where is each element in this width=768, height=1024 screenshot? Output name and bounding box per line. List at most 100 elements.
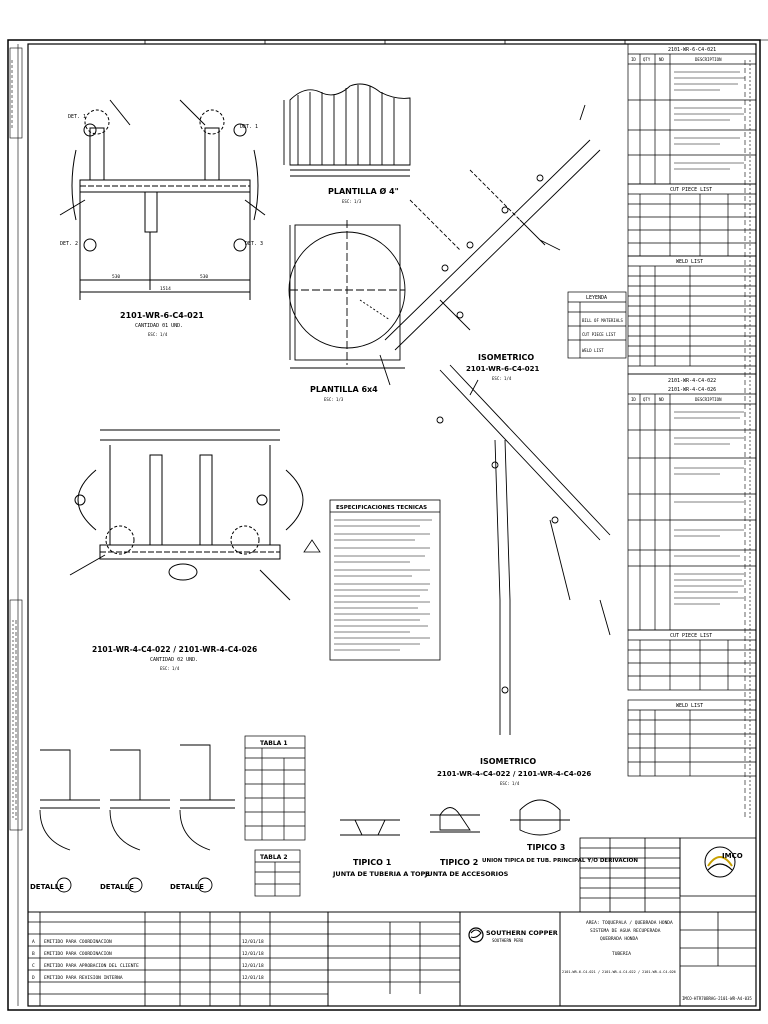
cut-021-header: CUT PIECE LIST — [670, 187, 712, 193]
weld-021-header: WELD LIST — [676, 259, 703, 265]
client-name: SOUTHERN COPPER — [486, 929, 558, 937]
assembly-021-drawing — [59, 99, 266, 300]
isometric-021-title: 2101-WR-6-C4-021 — [466, 365, 540, 373]
rev-b-id: B — [32, 951, 35, 957]
specifications-text-lines — [334, 519, 432, 651]
revision-rows: A EMITIDO PARA COORDINACION 12/01/18 B E… — [32, 939, 264, 981]
tipico-1-subtitle: JUNTA DE TUBERIA A TOPE — [332, 870, 430, 878]
client-subname: SOUTHERN PERU — [492, 938, 524, 943]
tipico-drawing — [340, 799, 570, 836]
bom-021-col-qty: QTY — [643, 57, 651, 62]
assembly-022-drawing — [69, 429, 304, 601]
project-line-4: TUBERIA — [612, 951, 631, 957]
assembly-021-scale: ESC: 1/4 — [148, 332, 168, 337]
bom-021-desc-lines — [674, 71, 745, 170]
bom-021-header: 2101-WR-6-C4-021 — [668, 47, 716, 53]
legend-table — [567, 291, 627, 359]
details-drawing — [39, 744, 235, 893]
southern-copper-emblem-icon — [468, 927, 484, 943]
tipico-3-subtitle: UNION TIPICA DE TUB. PRINCIPAL Y/O DERIV… — [482, 858, 638, 864]
imco-emblem-icon — [704, 846, 736, 878]
weld-021-table — [627, 255, 757, 375]
plantilla-top-title: PLANTILLA Ø 4" — [328, 186, 399, 196]
tipico-3-title: TIPICO 3 — [527, 843, 565, 852]
svg-text:530: 530 — [200, 274, 208, 280]
bom-022-col-id: ID — [631, 397, 636, 402]
title-block-grid — [27, 837, 757, 1007]
isometric-022-scale: ESC: 1/4 — [500, 781, 520, 786]
southern-copper-logo: SOUTHERN COPPER SOUTHERN PERU — [468, 927, 558, 943]
tipico-2-subtitle: JUNTA DE ACCESORIOS — [424, 870, 509, 878]
assembly-021-quantity: CANTIDAD 01 UND. — [135, 323, 183, 329]
plantilla-6x4-title: PLANTILLA 6x4 — [310, 385, 378, 394]
project-line-1: AREA: TOQUEPALA / QUEBRADA HONDA — [586, 920, 673, 926]
assembly-022-title: 2101-WR-4-C4-022 / 2101-WR-4-C4-026 — [92, 645, 257, 654]
legend-cut: CUT PIECE LIST — [582, 332, 616, 337]
tipico-2-title: TIPICO 2 — [440, 858, 478, 867]
rev-d-date: 12/01/18 — [242, 975, 264, 981]
rev-c-id: C — [32, 963, 35, 969]
rev-a-desc: EMITIDO PARA COORDINACION — [44, 939, 112, 945]
revision-triangle-icon — [303, 539, 321, 553]
legend-weld: WELD LIST — [582, 348, 604, 353]
drawing-number: IMCO-HTR70BRAG-2101-WR-A4-035 — [682, 996, 752, 1001]
bom-022-col-desc: DESCRIPTION — [695, 397, 722, 402]
imco-logo: IMCO — [704, 846, 743, 878]
bom-022-col-nd: ND — [659, 397, 664, 402]
weld-022-header: WELD LIST — [676, 703, 703, 709]
rev-c-date: 12/01/18 — [242, 963, 264, 969]
rev-a-date: 12/01/18 — [242, 939, 264, 945]
isometric-022-drawing — [436, 364, 611, 735]
rev-c-desc: EMITIDO PARA APROBACION DEL CLIENTE — [44, 963, 139, 969]
left-margin-strip — [9, 44, 23, 1006]
rev-b-desc: EMITIDO PARA COORDINACION — [44, 951, 112, 957]
detail-2-title: DETALLE — [100, 883, 134, 891]
weld-022-table — [627, 699, 757, 777]
sheet-outer-border — [7, 39, 761, 1011]
plantilla-top-scale: ESC: 1/3 — [342, 199, 362, 204]
bom-021-col-id: ID — [631, 57, 636, 62]
isometric-021-label: ISOMETRICO — [478, 353, 534, 362]
project-info: AREA: TOQUEPALA / QUEBRADA HONDA SISTEMA… — [562, 920, 676, 974]
top-grid-ticks — [144, 40, 626, 44]
tabla-1-table — [244, 735, 306, 841]
project-line-2: SISTEMA DE AGUA RECUPERADA — [590, 928, 661, 934]
project-line-5: 2101-WR-6-C4-021 / 2101-WR-4-C4-022 / 21… — [562, 970, 676, 974]
tabla-2-title: TABLA 2 — [260, 854, 288, 861]
tipico-1-title: TIPICO 1 — [353, 858, 392, 867]
rev-b-date: 12/01/18 — [242, 951, 264, 957]
tabla-1-title: TABLA 1 — [260, 740, 288, 747]
isometric-022-title: 2101-WR-4-C4-022 / 2101-WR-4-C4-026 — [437, 770, 591, 778]
assembly-021-dim-texts: DET. 1 DET. 1 DET. 2 DET. 3 1514 530 530 — [60, 114, 263, 292]
specifications-box — [329, 499, 441, 661]
svg-text:530: 530 — [112, 274, 120, 280]
isometric-022-label: ISOMETRICO — [480, 757, 536, 766]
tabla-2-table — [254, 849, 301, 897]
contractor-name: IMCO — [722, 852, 743, 860]
isometric-021-drawing — [379, 104, 601, 386]
assembly-022-scale: ESC: 1/4 — [160, 666, 180, 671]
bom-026-header: 2101-WR-4-C4-026 — [668, 387, 716, 393]
plantilla-top-drawing — [283, 83, 411, 177]
isometric-021-scale: ESC: 1/4 — [492, 376, 512, 381]
svg-text:DET. 1: DET. 1 — [68, 114, 86, 120]
svg-text:1514: 1514 — [160, 286, 171, 292]
svg-text:DET. 2: DET. 2 — [60, 241, 78, 247]
cut-022-table — [627, 629, 757, 691]
assembly-021-title: 2101-WR-6-C4-021 — [120, 311, 204, 320]
svg-text:DET. 3: DET. 3 — [245, 241, 263, 247]
detail-3-title: DETALLE — [170, 883, 204, 891]
bom-022-col-qty: QTY — [643, 397, 651, 402]
rev-d-id: D — [32, 975, 35, 981]
legend-title: LEYENDA — [586, 295, 607, 301]
project-line-3: QUEBRADA HONDA — [600, 936, 638, 942]
detail-1-title: DETALLE — [30, 883, 64, 891]
legend-bom: BILL OF MATERIALS — [582, 318, 624, 323]
bom-022-desc-lines — [674, 411, 744, 605]
rev-a-id: A — [32, 939, 35, 945]
rev-d-desc: EMITIDO PARA REVISION INTERNA — [44, 975, 123, 981]
assembly-022-quantity: CANTIDAD 02 UND. — [150, 657, 198, 663]
cut-022-header: CUT PIECE LIST — [670, 633, 712, 639]
svg-text:DET. 1: DET. 1 — [240, 124, 258, 130]
